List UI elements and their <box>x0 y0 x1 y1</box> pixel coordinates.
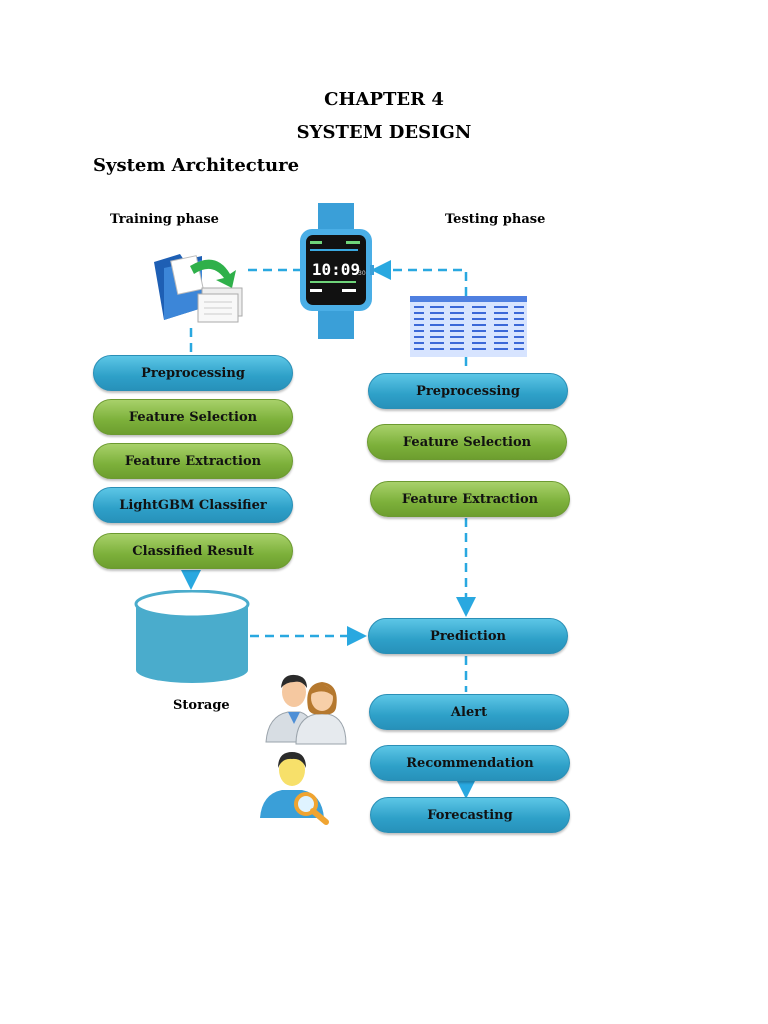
prediction-step: Prediction <box>368 618 568 654</box>
folder-documents-icon <box>154 254 243 323</box>
storage-label: Storage <box>173 698 230 713</box>
smartwatch-icon: 10:09 30 <box>300 203 374 339</box>
data-table-image <box>410 296 527 357</box>
testing-preprocessing-step: Preprocessing <box>368 373 568 409</box>
page-title: SYSTEM DESIGN <box>296 122 472 143</box>
forecasting-step: Forecasting <box>370 797 570 833</box>
table-to-watch-connector <box>371 260 468 296</box>
alert-step: Alert <box>369 694 569 730</box>
section-title: System Architecture <box>93 155 300 176</box>
watch-seconds: 30 <box>358 270 366 277</box>
recommendation-step: Recommendation <box>370 745 570 781</box>
testing-feature-selection-step: Feature Selection <box>367 424 567 460</box>
testing-phase-label: Testing phase <box>445 212 546 227</box>
training-preprocessing-step: Preprocessing <box>93 355 293 391</box>
training-feature-extraction-step: Feature Extraction <box>93 443 293 479</box>
chapter-heading: CHAPTER 4 <box>324 89 444 110</box>
user-search-icon <box>260 752 329 825</box>
storage-database-icon <box>134 590 250 683</box>
training-lightgbm-classifier-step: LightGBM Classifier <box>93 487 293 523</box>
testing-feature-extraction-step: Feature Extraction <box>370 481 570 517</box>
training-feature-selection-step: Feature Selection <box>93 399 293 435</box>
doctors-icon <box>265 674 347 745</box>
watch-time: 10:09 <box>312 260 360 279</box>
training-classified-result-step: Classified Result <box>93 533 293 569</box>
training-phase-label: Training phase <box>110 212 219 227</box>
